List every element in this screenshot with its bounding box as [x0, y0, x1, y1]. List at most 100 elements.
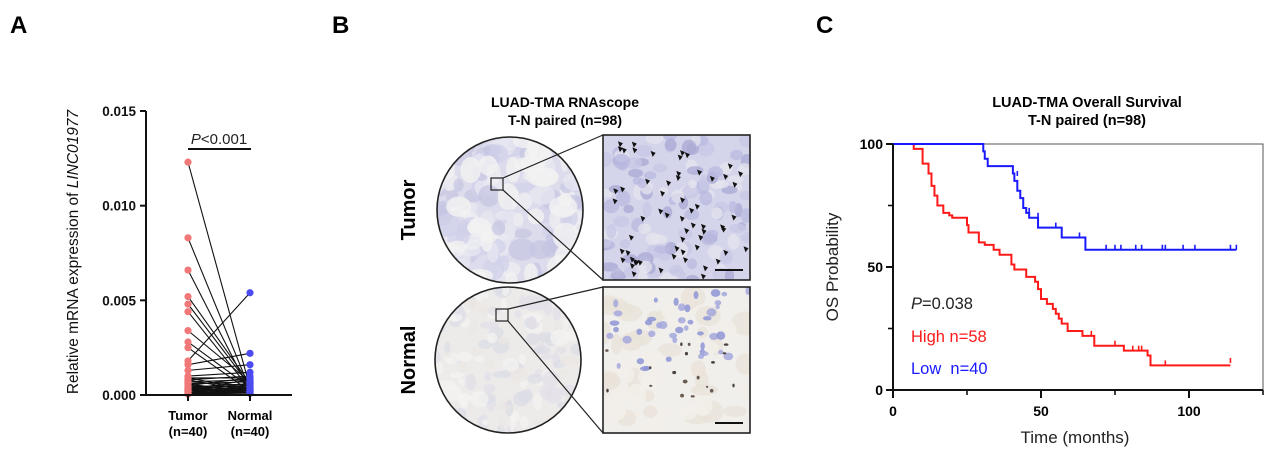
tissue-texture — [606, 224, 617, 239]
tissue-texture — [681, 404, 707, 419]
tissue-texture — [612, 153, 631, 169]
signal-arrowhead — [620, 257, 626, 264]
signal-arrowhead — [700, 223, 706, 230]
tissue-texture — [483, 231, 506, 244]
tissue-texture — [567, 145, 583, 155]
tissue-texture — [464, 253, 477, 263]
tissue-texture — [612, 154, 629, 167]
tissue-texture — [710, 289, 721, 297]
tissue-texture — [483, 144, 502, 157]
tissue-texture — [529, 240, 552, 260]
tissue-texture — [459, 209, 474, 219]
tissue-texture — [714, 201, 729, 214]
tumor-core-outline — [436, 136, 584, 284]
tissue-texture — [713, 320, 737, 341]
pair-line — [187, 381, 251, 385]
tissue-texture — [461, 287, 477, 293]
signal-arrowhead — [709, 175, 715, 182]
tissue-texture — [642, 287, 661, 298]
tissue-texture — [507, 366, 516, 377]
tissue-texture — [473, 291, 489, 300]
tissue-texture — [613, 215, 630, 228]
tissue-texture — [681, 139, 697, 156]
tissue-texture — [449, 313, 463, 322]
tissue-texture — [435, 311, 450, 319]
tissue-texture — [700, 351, 705, 356]
signal-arrowhead — [620, 186, 626, 193]
tissue-texture — [513, 212, 524, 227]
tissue-texture — [569, 389, 581, 403]
tissue-texture — [740, 208, 750, 223]
tissue-texture — [538, 391, 548, 400]
signal-arrowhead — [658, 208, 664, 215]
panel-label-b: B — [332, 12, 350, 39]
tissue-texture — [496, 424, 505, 433]
tissue-texture — [533, 346, 551, 355]
tissue-texture — [545, 291, 562, 300]
tissue-texture — [482, 258, 505, 281]
tissue-texture — [645, 405, 671, 424]
tissue-texture — [623, 204, 634, 214]
tissue-texture — [608, 185, 623, 194]
tissue-texture — [443, 239, 469, 248]
tissue-texture — [611, 267, 622, 278]
tissue-texture — [606, 388, 609, 393]
tissue-texture — [522, 295, 542, 311]
tissue-texture — [551, 287, 564, 298]
signal-arrowhead — [634, 259, 640, 266]
tissue-texture — [466, 373, 476, 391]
signal-arrowhead — [666, 180, 672, 187]
tissue-texture — [485, 174, 510, 191]
tissue-texture — [467, 246, 490, 256]
tissue-texture — [464, 189, 483, 203]
tumor-zoom-connector — [502, 189, 604, 281]
tissue-texture — [576, 165, 583, 186]
tissue-texture — [673, 297, 679, 306]
tissue-texture — [637, 256, 651, 267]
tissue-texture — [562, 171, 583, 191]
tissue-texture — [467, 217, 491, 238]
signal-arrowhead — [664, 212, 670, 219]
panel-c-title-line1: LUAD-TMA Overall Survival — [992, 95, 1182, 111]
tissue-texture — [527, 330, 546, 346]
tissue-texture — [543, 386, 563, 404]
tissue-texture — [703, 234, 718, 244]
tissue-texture — [518, 353, 527, 365]
tumor-point — [184, 327, 192, 335]
km-curve-low — [893, 143, 1237, 251]
tissue-texture — [444, 352, 460, 365]
tissue-texture — [513, 228, 532, 239]
tissue-texture — [436, 361, 444, 375]
tissue-texture — [477, 414, 490, 431]
tissue-texture — [546, 374, 566, 381]
signal-arrowhead — [679, 150, 685, 157]
tissue-texture — [712, 207, 722, 218]
tissue-texture — [441, 146, 458, 170]
pair-line — [187, 379, 251, 390]
tissue-texture — [522, 171, 538, 181]
pair-line — [187, 269, 251, 392]
tissue-texture — [458, 245, 481, 257]
tissue-texture — [646, 269, 663, 278]
tissue-texture — [682, 379, 688, 384]
tissue-texture — [688, 389, 713, 402]
tissue-texture — [435, 287, 451, 299]
tissue-texture — [447, 240, 467, 253]
tissue-texture — [715, 304, 720, 310]
tissue-texture — [638, 419, 667, 433]
tissue-texture — [509, 415, 516, 432]
tissue-texture — [657, 343, 682, 358]
y-tick-label: 0.010 — [102, 199, 136, 214]
tissue-texture — [457, 378, 468, 386]
tissue-texture — [620, 408, 641, 424]
x-tick-label-normal: Normal — [228, 408, 273, 423]
tissue-texture — [695, 305, 721, 327]
tissue-texture — [561, 422, 578, 432]
tissue-texture — [711, 361, 715, 364]
tissue-texture — [611, 333, 622, 355]
tissue-texture — [691, 135, 701, 147]
tissue-texture — [653, 297, 658, 303]
tissue-texture — [556, 321, 568, 333]
tissue-texture — [499, 255, 510, 272]
tissue-texture — [525, 319, 543, 335]
